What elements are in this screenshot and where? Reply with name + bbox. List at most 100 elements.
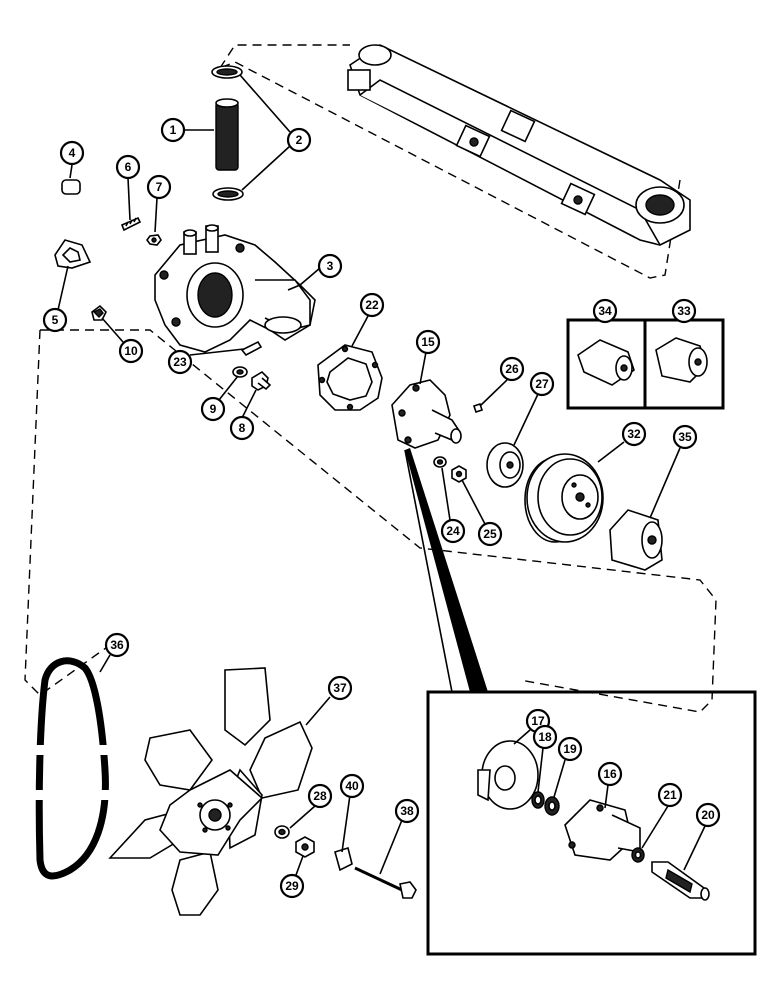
svg-text:34: 34 [598, 304, 612, 318]
callout-24: 24 [440, 518, 466, 544]
svg-text:33: 33 [677, 304, 691, 318]
callout-37: 37 [327, 675, 353, 701]
svg-text:25: 25 [483, 527, 497, 541]
water-manifold [347, 44, 691, 246]
washer-28 [274, 825, 290, 839]
seal-18 [531, 791, 545, 809]
fan-belt [30, 657, 115, 880]
svg-text:6: 6 [125, 160, 132, 174]
snap-ring-21 [631, 847, 645, 863]
callout-34: 34 [592, 298, 618, 324]
callout-1: 1 [160, 117, 186, 143]
svg-text:17: 17 [531, 714, 545, 728]
svg-text:16: 16 [603, 767, 617, 781]
callout-28: 28 [307, 783, 333, 809]
water-outlet-housing [154, 224, 316, 353]
callout-3: 3 [317, 253, 343, 279]
pulley [524, 453, 604, 543]
svg-text:1: 1 [170, 123, 177, 137]
svg-text:26: 26 [505, 362, 519, 376]
hose [215, 98, 239, 171]
svg-text:29: 29 [285, 879, 299, 893]
callout-9: 9 [200, 396, 226, 422]
svg-text:2: 2 [296, 133, 303, 147]
svg-text:5: 5 [52, 313, 59, 327]
svg-text:23: 23 [173, 355, 187, 369]
spacer-34 [577, 339, 635, 386]
stud [120, 216, 142, 232]
stud-23 [240, 340, 263, 357]
bolt-8 [251, 370, 272, 391]
svg-text:32: 32 [627, 427, 641, 441]
svg-text:37: 37 [333, 681, 347, 695]
fan [108, 667, 313, 916]
hose-clamp-top [211, 65, 243, 79]
washer-9 [232, 366, 248, 378]
svg-text:28: 28 [313, 789, 327, 803]
callout-36: 36 [104, 632, 130, 658]
nut-7 [146, 234, 162, 246]
callout-15: 15 [415, 329, 441, 355]
callout-6: 6 [115, 154, 141, 180]
svg-text:19: 19 [563, 742, 577, 756]
svg-text:8: 8 [239, 421, 246, 435]
callout-19: 19 [557, 736, 583, 762]
svg-text:24: 24 [446, 524, 460, 538]
washer-24 [433, 456, 447, 468]
svg-text:40: 40 [345, 779, 359, 793]
seal-19 [544, 796, 560, 816]
callout-38: 38 [394, 798, 420, 824]
svg-text:9: 9 [210, 402, 217, 416]
svg-text:38: 38 [400, 804, 414, 818]
hose-clamp-bottom [212, 187, 244, 201]
gasket [54, 239, 92, 269]
pump-body [564, 799, 641, 861]
svg-text:18: 18 [538, 730, 552, 744]
bearing-shaft [651, 861, 710, 901]
callout-18: 18 [532, 724, 558, 750]
svg-text:27: 27 [535, 377, 549, 391]
callout-29: 29 [279, 873, 305, 899]
pump-gasket [317, 344, 383, 411]
detail-pointer [405, 448, 488, 692]
callout-22: 22 [359, 292, 385, 318]
callout-26: 26 [499, 356, 525, 382]
hub [486, 442, 524, 488]
svg-text:21: 21 [663, 788, 677, 802]
main-group-outline [24, 329, 717, 713]
callout-20: 20 [695, 802, 721, 828]
svg-text:36: 36 [110, 638, 124, 652]
water-pump [391, 379, 462, 449]
callout-33: 33 [671, 298, 697, 324]
callout-16: 16 [597, 761, 623, 787]
cap-plug [61, 179, 81, 195]
svg-text:22: 22 [365, 298, 379, 312]
callout-2: 2 [286, 127, 312, 153]
callout-40: 40 [339, 773, 365, 799]
svg-text:3: 3 [327, 259, 334, 273]
fan-spacer [609, 509, 663, 571]
callout-27: 27 [529, 371, 555, 397]
svg-text:15: 15 [421, 335, 435, 349]
callout-23: 23 [167, 349, 193, 375]
bolt-38 [354, 866, 417, 899]
nut-29 [295, 836, 315, 858]
callout-4: 4 [59, 140, 85, 166]
svg-text:10: 10 [124, 344, 138, 358]
callout-21: 21 [657, 782, 683, 808]
spacer-33 [655, 337, 708, 383]
svg-text:35: 35 [678, 430, 692, 444]
leader-lines [57, 74, 706, 876]
manifold-group-outline [219, 44, 681, 279]
nut-25 [451, 465, 467, 483]
callout-7: 7 [146, 174, 172, 200]
callout-35: 35 [672, 424, 698, 450]
lock-plate-40 [334, 846, 353, 872]
callout-10: 10 [118, 338, 144, 364]
impeller [477, 740, 539, 810]
callout-32: 32 [621, 421, 647, 447]
callout-5: 5 [42, 307, 68, 333]
svg-text:7: 7 [156, 180, 163, 194]
detail-box [426, 690, 757, 956]
